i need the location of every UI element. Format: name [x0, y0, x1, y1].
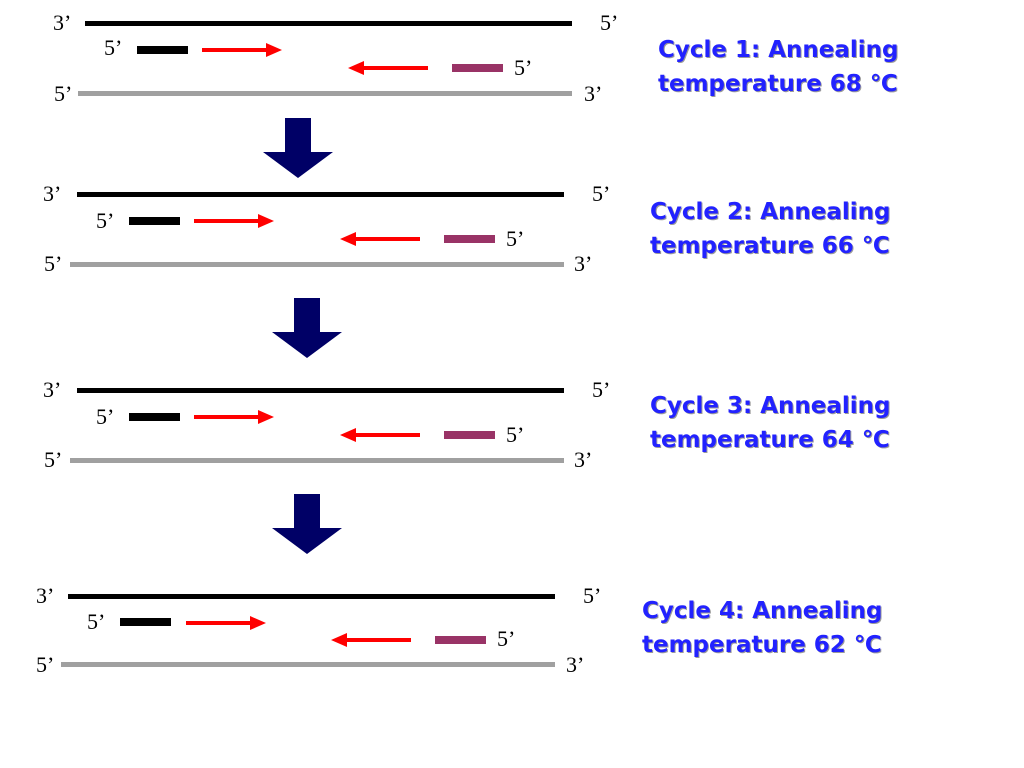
down-arrow-icon	[272, 298, 342, 358]
forward-primer	[137, 46, 188, 54]
cycle-1-panel: 3’ 5’ 5’ 5’ 5’ 3’ Cycle 1: Annealing tem…	[0, 0, 1024, 110]
forward-extension-arrow-icon	[194, 410, 274, 424]
reverse-primer-5prime-label: 5’	[497, 626, 516, 651]
forward-primer-5prime-label: 5’	[96, 404, 115, 429]
cycle-temperature: temperature 64 ℃	[650, 427, 890, 453]
template-bottom-strand	[61, 662, 555, 667]
cycle-temperature: temperature 68 ℃	[658, 71, 898, 97]
cycle-title: Cycle 4: Annealing	[642, 598, 883, 624]
template-top-3prime-label: 3’	[53, 10, 72, 35]
reverse-primer	[435, 636, 486, 644]
template-bottom-3prime-label: 3’	[574, 251, 593, 276]
template-bottom-3prime-label: 3’	[566, 652, 585, 677]
cycle-temperature: temperature 66 ℃	[650, 233, 890, 259]
template-bottom-strand	[70, 458, 564, 463]
forward-primer-5prime-label: 5’	[104, 35, 123, 60]
cycle-2-annealing-text: Cycle 2: Annealing temperature 66 ℃	[650, 195, 890, 263]
forward-extension-arrow-icon	[202, 43, 282, 57]
forward-primer	[129, 217, 180, 225]
forward-extension-arrow-icon	[194, 214, 274, 228]
template-top-3prime-label: 3’	[43, 181, 62, 206]
reverse-primer	[444, 235, 495, 243]
cycle-4-panel: 3’ 5’ 5’ 5’ 5’ 3’ Cycle 4: Annealing tem…	[0, 572, 1024, 682]
template-top-5prime-label: 5’	[592, 377, 611, 402]
forward-primer-5prime-label: 5’	[87, 609, 106, 634]
reverse-primer-5prime-label: 5’	[514, 55, 533, 80]
template-bottom-5prime-label: 5’	[44, 447, 63, 472]
template-bottom-3prime-label: 3’	[584, 81, 603, 106]
reverse-primer	[452, 64, 503, 72]
template-bottom-strand	[78, 91, 572, 96]
template-top-3prime-label: 3’	[43, 377, 62, 402]
template-top-strand	[77, 388, 564, 393]
cycle-1-annealing-text: Cycle 1: Annealing temperature 68 ℃	[658, 33, 898, 101]
reverse-primer	[444, 431, 495, 439]
template-bottom-strand	[70, 262, 564, 267]
cycle-title: Cycle 3: Annealing	[650, 393, 891, 419]
reverse-extension-arrow-icon	[331, 633, 411, 647]
template-bottom-3prime-label: 3’	[574, 447, 593, 472]
cycle-3-annealing-text: Cycle 3: Annealing temperature 64 ℃	[650, 389, 890, 457]
forward-primer	[120, 618, 171, 626]
cycle-2-panel: 3’ 5’ 5’ 5’ 5’ 3’ Cycle 2: Annealing tem…	[0, 170, 1024, 280]
forward-primer	[129, 413, 180, 421]
down-arrow-icon	[263, 118, 333, 178]
down-arrow-icon	[272, 494, 342, 554]
template-top-5prime-label: 5’	[592, 181, 611, 206]
template-bottom-5prime-label: 5’	[36, 652, 55, 677]
template-top-3prime-label: 3’	[36, 583, 55, 608]
template-top-strand	[68, 594, 555, 599]
forward-primer-5prime-label: 5’	[96, 208, 115, 233]
template-bottom-5prime-label: 5’	[44, 251, 63, 276]
reverse-extension-arrow-icon	[348, 61, 428, 75]
cycle-title: Cycle 2: Annealing	[650, 199, 891, 225]
cycle-4-annealing-text: Cycle 4: Annealing temperature 62 ℃	[642, 594, 882, 662]
reverse-extension-arrow-icon	[340, 428, 420, 442]
template-top-5prime-label: 5’	[583, 583, 602, 608]
reverse-primer-5prime-label: 5’	[506, 422, 525, 447]
template-top-strand	[77, 192, 564, 197]
template-top-5prime-label: 5’	[600, 10, 619, 35]
cycle-temperature: temperature 62 ℃	[642, 632, 882, 658]
reverse-primer-5prime-label: 5’	[506, 226, 525, 251]
template-bottom-5prime-label: 5’	[54, 81, 73, 106]
cycle-3-panel: 3’ 5’ 5’ 5’ 5’ 3’ Cycle 3: Annealing tem…	[0, 366, 1024, 476]
cycle-title: Cycle 1: Annealing	[658, 37, 899, 63]
forward-extension-arrow-icon	[186, 616, 266, 630]
template-top-strand	[85, 21, 572, 26]
reverse-extension-arrow-icon	[340, 232, 420, 246]
